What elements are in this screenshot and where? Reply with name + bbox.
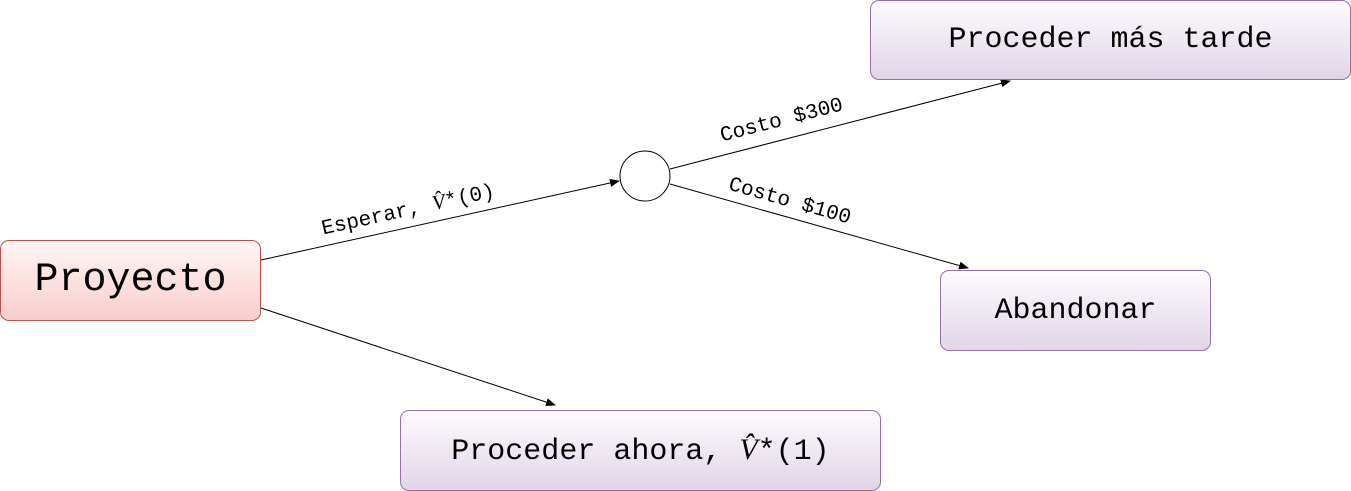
edge-esperar (260, 179, 620, 261)
chance-node-circle (619, 150, 671, 202)
edge-proceder-ahora (260, 307, 556, 406)
node-proceder-ahora: Proceder ahora, V̂*(1) (400, 410, 881, 491)
node-proceder-mas-tarde-label: Proceder más tarde (948, 23, 1273, 57)
node-proyecto-label: Proyecto (34, 258, 227, 303)
node-proceder-ahora-label: Proceder ahora, V̂*(1) (451, 433, 829, 469)
node-proceder-ahora-suffix: *(1) (757, 434, 830, 469)
node-abandonar: Abandonar (940, 270, 1211, 351)
node-abandonar-label: Abandonar (994, 293, 1157, 328)
node-proyecto: Proyecto (0, 240, 261, 321)
edge-costo-300 (669, 79, 1011, 170)
edge-costo-100 (669, 183, 969, 270)
node-proceder-ahora-prefix: Proceder ahora, (451, 434, 740, 469)
node-proceder-ahora-symbol: V̂ (739, 432, 758, 466)
node-proceder-mas-tarde: Proceder más tarde (870, 0, 1351, 80)
